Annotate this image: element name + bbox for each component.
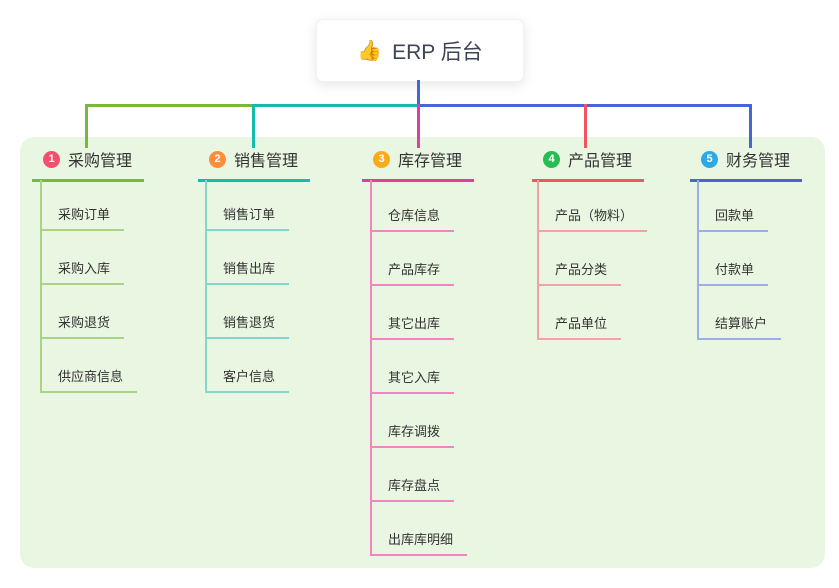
child-node[interactable]: 回款单 [697, 207, 769, 232]
branch-title: 产品管理 [568, 153, 633, 170]
child-node[interactable]: 采购订单 [40, 206, 125, 231]
branch-header[interactable]: 3 库存管理 [362, 147, 475, 182]
connector-drop-branch-4 [584, 104, 587, 148]
branch-title: 库存管理 [398, 153, 463, 170]
branch-header[interactable]: 2 销售管理 [198, 147, 311, 182]
child-node[interactable]: 其它入库 [370, 369, 455, 394]
connector-drop-branch-1 [85, 104, 88, 148]
child-node[interactable]: 库存调拨 [370, 423, 455, 448]
child-node[interactable]: 销售出库 [205, 260, 290, 285]
child-node[interactable]: 销售订单 [205, 206, 290, 231]
child-node[interactable]: 销售退货 [205, 314, 290, 339]
connector-drop-branch-3 [417, 104, 420, 148]
connector-children-branch-4 [537, 180, 539, 339]
connector-children-branch-2 [205, 180, 207, 392]
branch-number-badge: 2 [209, 150, 226, 168]
child-node[interactable]: 付款单 [697, 261, 769, 286]
connector-h-segment-1 [86, 104, 255, 107]
child-node[interactable]: 其它出库 [370, 315, 455, 340]
branch-title: 销售管理 [234, 153, 299, 170]
branch-title: 采购管理 [68, 153, 133, 170]
connector-children-branch-1 [40, 180, 42, 392]
child-node[interactable]: 出库库明细 [370, 531, 468, 556]
child-node[interactable]: 产品（物料） [537, 207, 648, 232]
root-title: ERP 后台 [392, 40, 483, 64]
branch-title: 财务管理 [726, 153, 791, 170]
connector-drop-branch-5 [749, 104, 752, 148]
child-node[interactable]: 采购入库 [40, 260, 125, 285]
child-node[interactable]: 仓库信息 [370, 207, 455, 232]
child-node[interactable]: 客户信息 [205, 368, 290, 393]
branch-number-badge: 3 [373, 150, 390, 168]
branch-number-badge: 5 [701, 150, 718, 168]
branch-number-badge: 4 [543, 150, 560, 168]
branches-panel [20, 137, 825, 568]
connector-children-branch-3 [370, 180, 372, 555]
branch-header[interactable]: 5 财务管理 [690, 147, 803, 182]
connector-children-branch-5 [697, 180, 699, 339]
child-node[interactable]: 库存盘点 [370, 477, 455, 502]
root-node[interactable]: 👍 ERP 后台 [316, 19, 524, 82]
branch-header[interactable]: 4 产品管理 [532, 147, 645, 182]
child-node[interactable]: 结算账户 [697, 315, 782, 340]
child-node[interactable]: 产品分类 [537, 261, 622, 286]
child-node[interactable]: 产品单位 [537, 315, 622, 340]
branch-header[interactable]: 1 采购管理 [32, 147, 145, 182]
branch-number-badge: 1 [43, 150, 60, 168]
connector-root-drop [417, 80, 420, 107]
connector-drop-branch-2 [252, 104, 255, 148]
thumbs-up-icon: 👍 [357, 40, 383, 62]
child-node[interactable]: 供应商信息 [40, 368, 138, 393]
connector-h-segment-2 [253, 104, 419, 107]
child-node[interactable]: 产品库存 [370, 261, 455, 286]
child-node[interactable]: 采购退货 [40, 314, 125, 339]
